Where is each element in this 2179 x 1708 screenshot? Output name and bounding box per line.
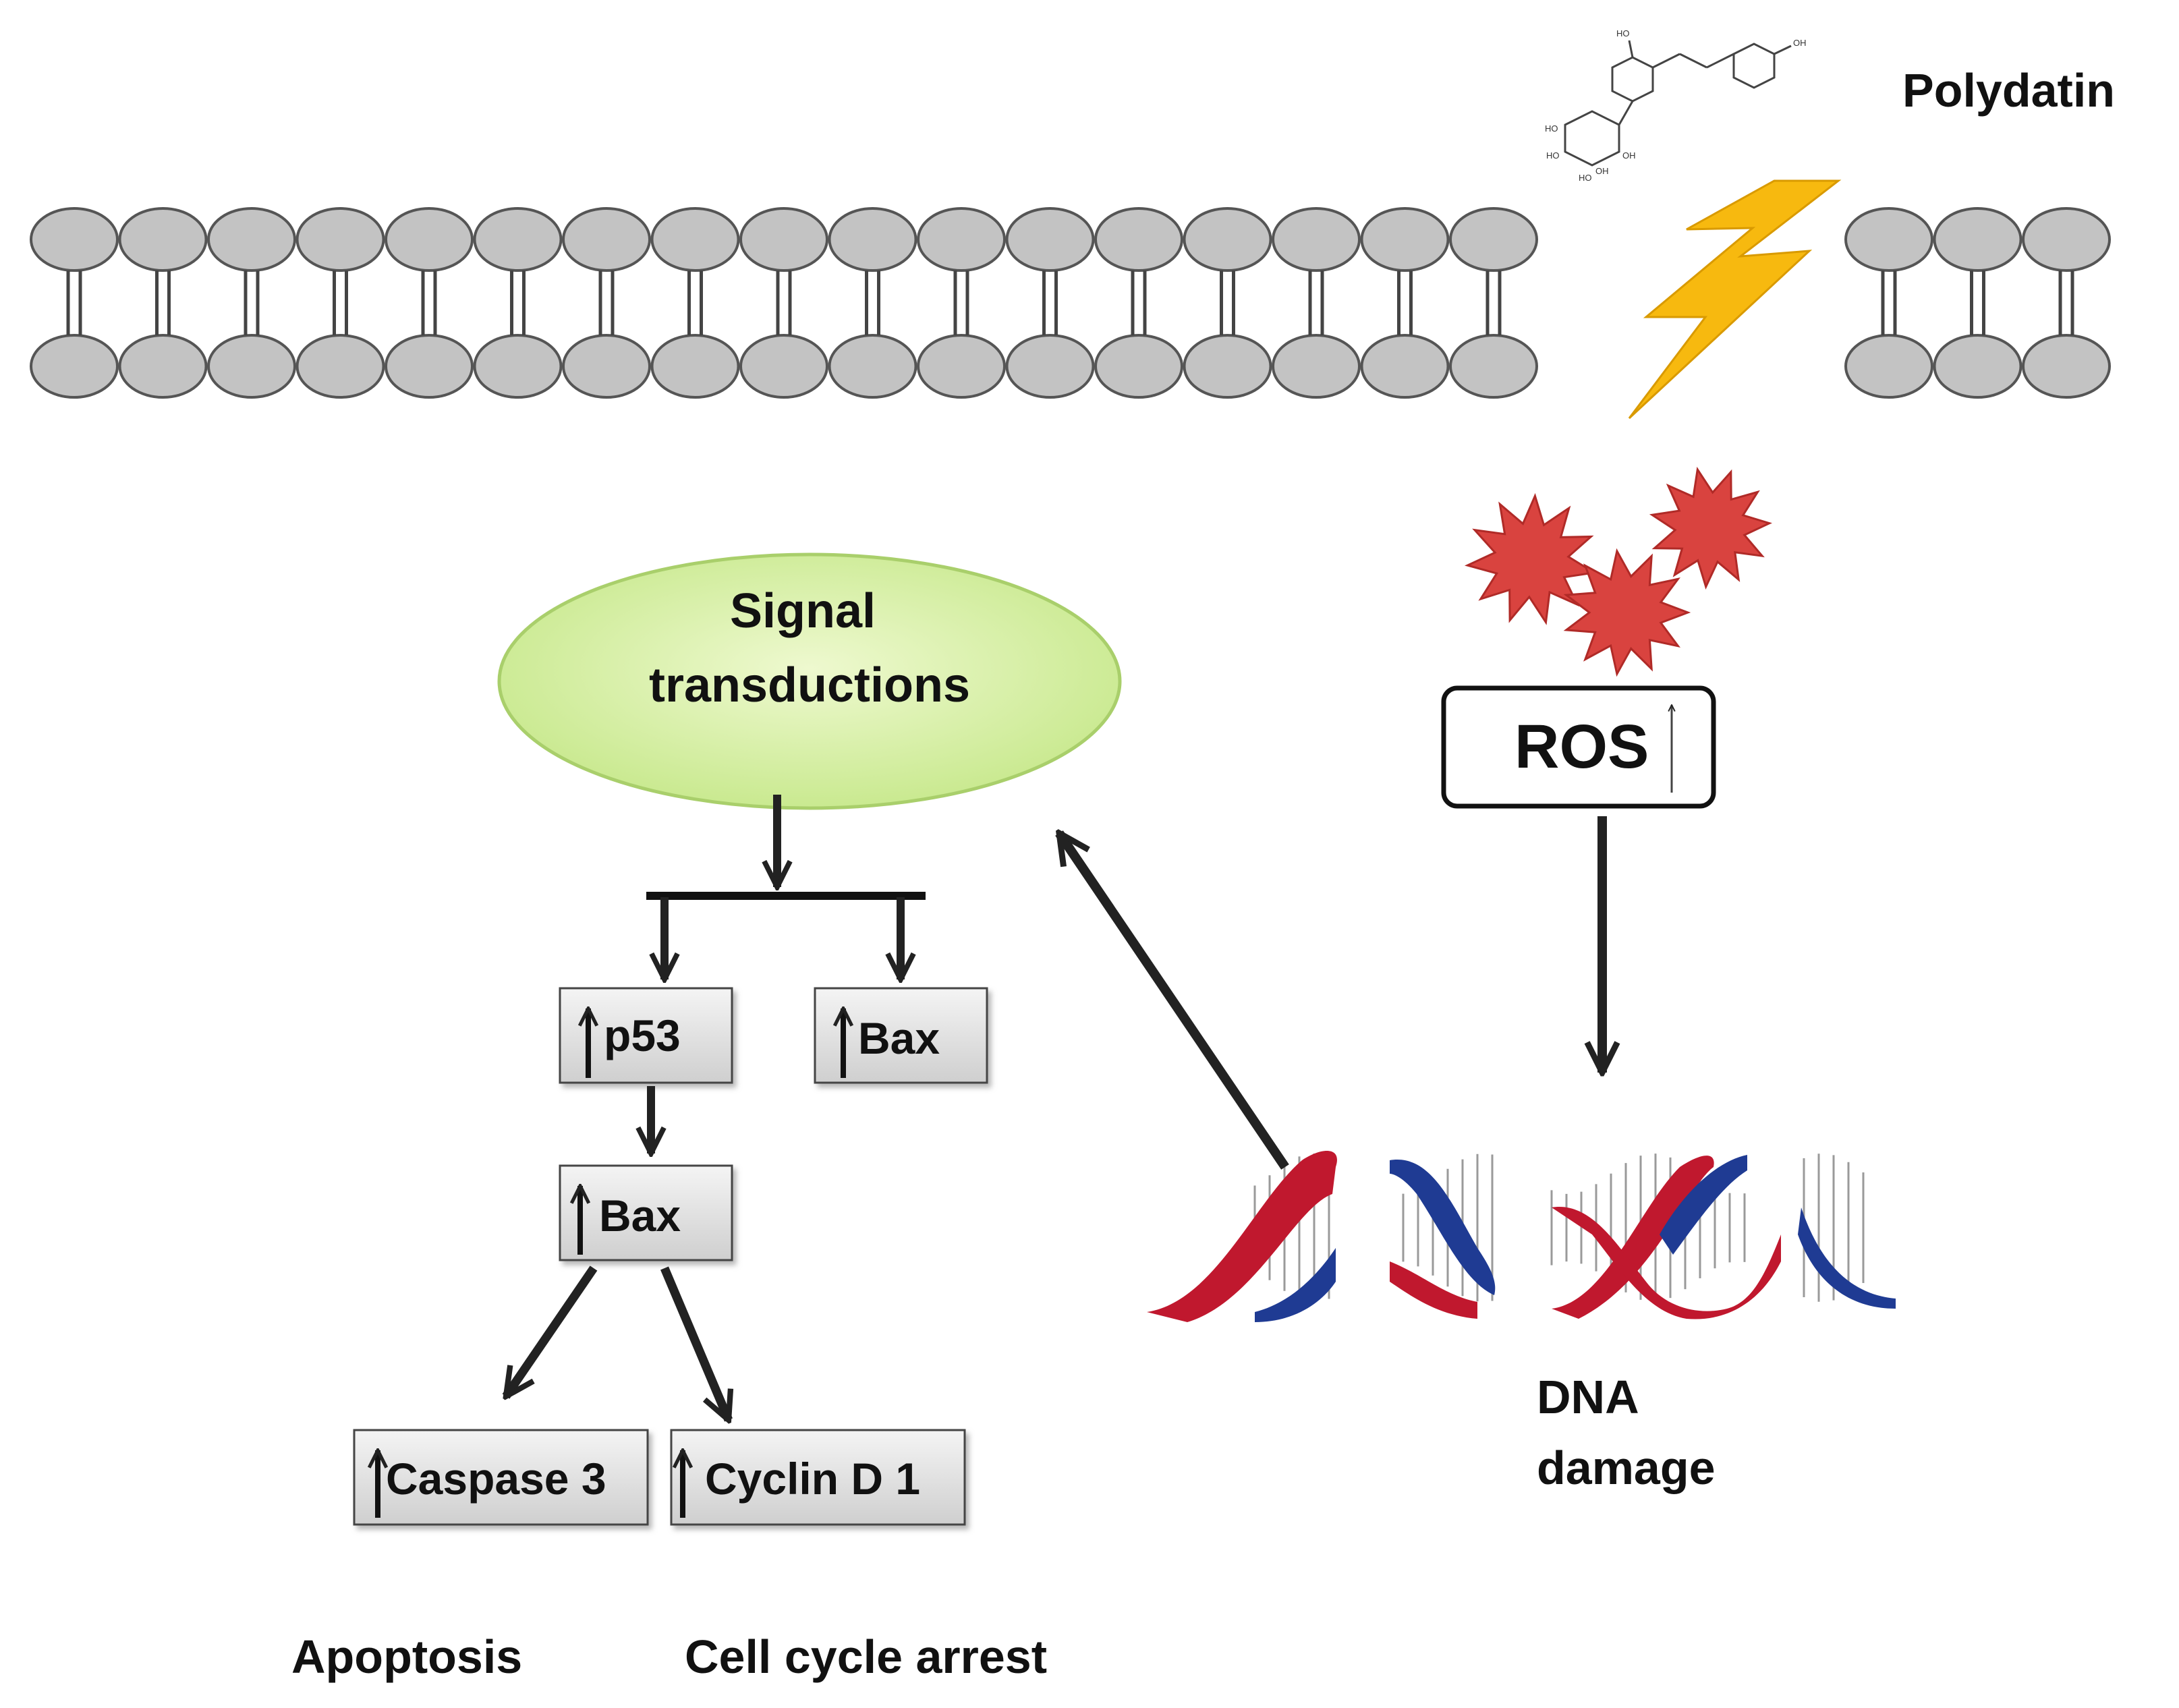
ros-particles xyxy=(1464,466,1772,677)
lipid-head xyxy=(2022,334,2111,399)
lipid-head xyxy=(1844,207,1933,272)
ros-star-icon xyxy=(1649,466,1772,590)
lipid-head xyxy=(295,334,385,399)
dna-strand xyxy=(1147,1151,1337,1322)
lipid-head xyxy=(562,207,651,272)
lipid-head xyxy=(1933,207,2022,272)
signal-label: Signal transductions xyxy=(649,584,970,712)
lipid-head xyxy=(1360,207,1450,272)
p53-label: p53 xyxy=(604,1010,681,1060)
lipid-head xyxy=(1272,334,1361,399)
lipid-head xyxy=(30,334,119,399)
caspase3-box: Caspase 3 xyxy=(353,1429,649,1526)
lipid-head xyxy=(118,334,208,399)
lipid-head xyxy=(473,207,563,272)
lipid-head xyxy=(1094,334,1183,399)
dna-damage-label: DNA damage xyxy=(1537,1371,1716,1494)
lipid-head xyxy=(1449,207,1538,272)
lipid-head xyxy=(1844,334,1933,399)
lipid-head xyxy=(1183,207,1272,272)
bax-to-caspase-arrow xyxy=(502,1265,598,1396)
lipid-head xyxy=(118,207,208,272)
p53-box: p53 xyxy=(559,987,733,1084)
lipid-head xyxy=(473,334,563,399)
polydatin-structure-icon: HO OH HO HO HO OH OH xyxy=(1545,28,1807,183)
lipid-head xyxy=(1360,334,1450,399)
lipid-head xyxy=(739,207,828,272)
polydatin-label: Polydatin xyxy=(1902,64,2115,117)
cyclin-d1-box: Cyclin D 1 xyxy=(670,1429,966,1526)
lipid-head xyxy=(1005,207,1095,272)
ros-label: ROS xyxy=(1515,712,1649,781)
atom-label: HO xyxy=(1545,123,1558,134)
lipid-head xyxy=(562,334,651,399)
lipid-head xyxy=(828,334,917,399)
lipid-head xyxy=(207,334,296,399)
dna-strand xyxy=(1660,1155,1747,1255)
bax-right-label: Bax xyxy=(858,1013,940,1063)
dna-to-signal-arrow xyxy=(1055,833,1289,1170)
lipid-head xyxy=(1272,207,1361,272)
lipid-head xyxy=(917,334,1006,399)
atom-label: OH xyxy=(1595,166,1609,176)
lipid-head xyxy=(30,207,119,272)
ros-star-icon xyxy=(1464,492,1597,625)
lipid-head xyxy=(1094,207,1183,272)
lipid-head xyxy=(385,207,474,272)
lipid-head xyxy=(1933,334,2022,399)
lipid-head xyxy=(207,207,296,272)
lipid-head xyxy=(739,334,828,399)
dna-strand xyxy=(1552,1207,1781,1319)
ros-star-icon xyxy=(1563,548,1691,677)
dna-strand xyxy=(1798,1207,1896,1309)
lipid-head xyxy=(385,334,474,399)
caspase3-label: Caspase 3 xyxy=(386,1454,606,1504)
atom-label: HO xyxy=(1546,150,1560,161)
dna-strand xyxy=(1255,1248,1336,1322)
atom-label: OH xyxy=(1793,38,1807,48)
dna-strand xyxy=(1390,1261,1477,1319)
apoptosis-label: Apoptosis xyxy=(291,1630,522,1683)
ros-box xyxy=(1441,685,1716,809)
atom-label: HO xyxy=(1579,173,1592,183)
lipid-head xyxy=(1183,334,1272,399)
cell-cycle-arrest-label: Cell cycle arrest xyxy=(685,1630,1047,1683)
bax-to-cyclin-arrow xyxy=(660,1266,729,1420)
lipid-head xyxy=(917,207,1006,272)
signal-transductions-node xyxy=(497,552,1122,810)
cyclin-d1-label: Cyclin D 1 xyxy=(705,1454,920,1504)
lipid-head xyxy=(295,207,385,272)
lipid-head xyxy=(2022,207,2111,272)
atom-label: HO xyxy=(1616,28,1630,38)
bax-middle-label: Bax xyxy=(599,1191,681,1241)
cell-membrane xyxy=(30,207,2111,399)
lightning-bolt-icon xyxy=(1628,179,1842,420)
atom-label: OH xyxy=(1622,150,1636,161)
bax-box-middle: Bax xyxy=(559,1164,733,1261)
dna-helix-icon xyxy=(1147,1151,1896,1322)
lipid-head xyxy=(650,334,740,399)
lipid-head xyxy=(650,207,740,272)
bax-box-right: Bax xyxy=(814,987,988,1084)
dna-strand xyxy=(1552,1156,1714,1319)
lipid-head xyxy=(1449,334,1538,399)
lipid-head xyxy=(1005,334,1095,399)
lipid-head xyxy=(828,207,917,272)
dna-strand xyxy=(1390,1160,1496,1295)
